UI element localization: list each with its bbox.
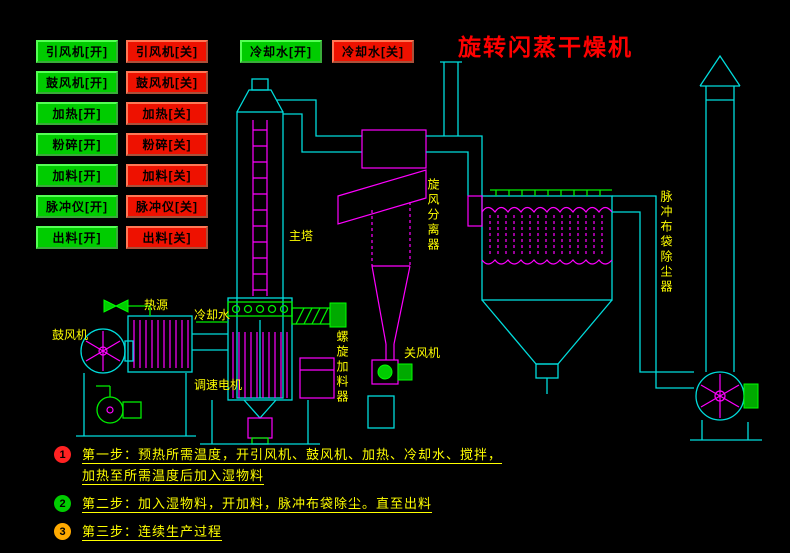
feeder-on-button[interactable]: 加料[开] xyxy=(36,164,118,187)
cyclone-outlet-duct xyxy=(426,61,483,196)
cyclone-graphic xyxy=(337,129,427,429)
pulse-on-button[interactable]: 脉冲仪[开] xyxy=(36,195,118,218)
step-3-badge: 3 xyxy=(54,523,71,540)
heater-on-button[interactable]: 加热[开] xyxy=(36,102,118,125)
cooling-water-on-button[interactable]: 冷却水[开] xyxy=(240,40,322,63)
discharge-on-button[interactable]: 出料[开] xyxy=(36,226,118,249)
step-1-line-1: 第一步：预热所需温度，开引风机、鼓风机、加热、冷却水、搅拌， xyxy=(82,447,503,462)
step-3-line-1: 第三步：连续生产过程 xyxy=(82,524,223,539)
step-2-line-1: 第二步：加入湿物料，开加料，脉冲布袋除尘。直至出料 xyxy=(82,496,433,511)
step-2: 2 第二步：加入湿物料，开加料，脉冲布袋除尘。直至出料 xyxy=(54,493,502,514)
heater-off-button[interactable]: 加热[关] xyxy=(126,102,208,125)
discharge-off-button[interactable]: 出料[关] xyxy=(126,226,208,249)
tower-outlet-duct xyxy=(277,99,362,153)
label-speed-motor: 调速电机 xyxy=(194,378,243,392)
blower-off-button[interactable]: 鼓风机[关] xyxy=(126,71,208,94)
label-blower: 鼓风机 xyxy=(52,328,89,342)
pulse-off-button[interactable]: 脉冲仪[关] xyxy=(126,195,208,218)
label-screw-feeder: 螺旋加料器 xyxy=(335,330,349,405)
cooling-water-off-button[interactable]: 冷却水[关] xyxy=(332,40,414,63)
chimney-fan-graphic xyxy=(690,54,762,441)
main-tower-graphic xyxy=(236,78,284,399)
label-cooling-water: 冷却水 xyxy=(194,308,231,322)
step-2-badge: 2 xyxy=(54,495,71,512)
fan-inlet-duct xyxy=(612,195,694,389)
screw-feeder-graphic xyxy=(291,302,347,399)
page-title: 旋转闪蒸干燥机 xyxy=(458,34,633,60)
feeder-off-button[interactable]: 加料[关] xyxy=(126,164,208,187)
induced-fan-on-button[interactable]: 引风机[开] xyxy=(36,40,118,63)
blower-on-button[interactable]: 鼓风机[开] xyxy=(36,71,118,94)
crusher-off-button[interactable]: 粉碎[关] xyxy=(126,133,208,156)
step-1-text: 第一步：预热所需温度，开引风机、鼓风机、加热、冷却水、搅拌， 加热至所需温度后加… xyxy=(82,444,502,486)
step-3-text: 第三步：连续生产过程 xyxy=(82,521,222,542)
step-3: 3 第三步：连续生产过程 xyxy=(54,521,502,542)
bag-filter-graphic xyxy=(467,189,613,394)
label-main-tower: 主塔 xyxy=(289,229,314,243)
procedure-steps: 1 第一步：预热所需温度，开引风机、鼓风机、加热、冷却水、搅拌， 加热至所需温度… xyxy=(54,444,502,542)
tower-motor-graphic xyxy=(200,399,320,445)
label-heat-source: 热源 xyxy=(144,298,169,312)
heat-exchanger-graphic xyxy=(103,299,228,373)
label-cyclone: 旋风分离器 xyxy=(426,178,440,253)
step-2-text: 第二步：加入湿物料，开加料，脉冲布袋除尘。直至出料 xyxy=(82,493,432,514)
blower-graphic xyxy=(76,328,196,437)
cooling-pump-graphic xyxy=(96,385,142,424)
label-air-lock: 关风机 xyxy=(404,346,441,360)
induced-fan-off-button[interactable]: 引风机[关] xyxy=(126,40,208,63)
step-1-line-2: 加热至所需温度后加入湿物料 xyxy=(82,468,265,483)
crusher-on-button[interactable]: 粉碎[开] xyxy=(36,133,118,156)
step-1-badge: 1 xyxy=(54,446,71,463)
step-1: 1 第一步：预热所需温度，开引风机、鼓风机、加热、冷却水、搅拌， 加热至所需温度… xyxy=(54,444,502,486)
label-bag-filter: 脉冲布袋除尘器 xyxy=(659,190,673,295)
